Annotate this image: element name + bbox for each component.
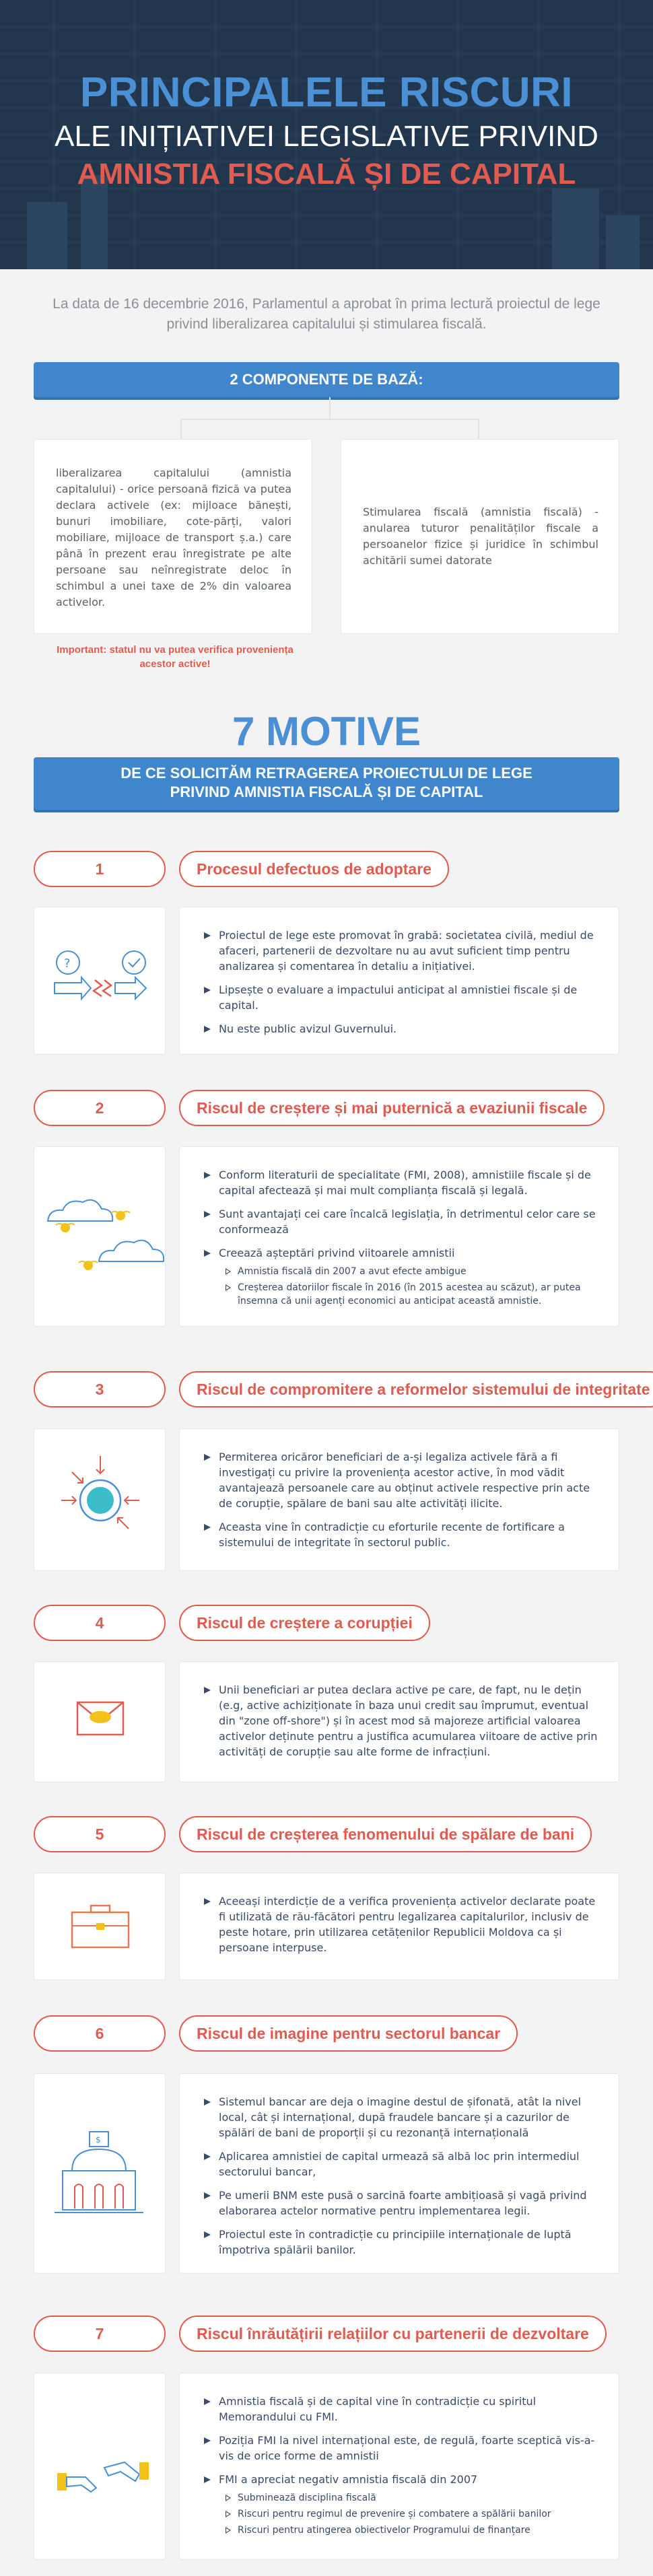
header: PRINCIPALELE RISCURI ALE INIȚIATIVEI LEG… — [0, 0, 653, 269]
sub-list-item: Riscuri pentru regimul de prevenire și c… — [219, 2507, 600, 2521]
list-item: Aplicarea amnistiei de capital urmează s… — [201, 2149, 600, 2180]
list-item: Poziția FMI la nivel internațional este,… — [201, 2433, 600, 2464]
svg-text:$: $ — [96, 2135, 101, 2145]
reason-2-text-card: Conform literaturii de specialitate (FMI… — [179, 1146, 619, 1327]
components-banner: 2 COMPONENTE DE BAZĂ: — [34, 362, 619, 397]
envelope-icon — [76, 1701, 125, 1736]
process-arrows-icon: ? — [54, 950, 147, 1001]
list-item: Sunt avantajați cei care încalcă legisla… — [201, 1206, 600, 1237]
reason-5-number: 5 — [34, 1816, 166, 1852]
reason-1-icon-card: ? — [34, 907, 166, 1055]
list-item: FMI a apreciat negativ amnistia fiscală … — [201, 2472, 600, 2537]
header-title-line2: ALE INIȚIATIVEI LEGISLATIVE PRIVIND — [55, 120, 598, 153]
bank-icon: $ — [55, 2131, 143, 2213]
list-item: Pe umerii BNM este pusă o sarcină foarte… — [201, 2188, 600, 2219]
reason-1-text-card: Proiectul de lege este promovat în grabă… — [179, 907, 619, 1055]
triangle-bullet-icon — [226, 2495, 231, 2501]
reason-4-title: Riscul de creștere a corupției — [179, 1605, 430, 1641]
sub-list-item: Creșterea datoriilor fiscale în 2016 (în… — [219, 1281, 600, 1308]
handshake-icon — [57, 2461, 149, 2493]
reason-6-number: 6 — [34, 2015, 166, 2052]
reason-4-icon-card — [34, 1661, 166, 1782]
list-item: Proiectul de lege este promovat în grabă… — [201, 928, 600, 974]
sub-list-item: Riscuri pentru atingerea obiectivelor Pr… — [219, 2523, 600, 2537]
reason-2-icon-card — [34, 1146, 166, 1327]
component-right-text: Stimularea fiscală (amnistia fiscală) - … — [363, 506, 598, 567]
reason-5-bullets: Aceeași interdicție de a verifica proven… — [201, 1893, 600, 1963]
component-card-right: Stimularea fiscală (amnistia fiscală) - … — [341, 439, 619, 634]
list-item: Permiterea oricăror beneficiari de a-și … — [201, 1449, 600, 1511]
list-item: Sistemul bancar are deja o imagine destu… — [201, 2094, 600, 2140]
reason-1-number: 1 — [34, 851, 166, 887]
list-item: Proiectul este în contradicție cu princi… — [201, 2227, 600, 2258]
reason-1-bullets: Proiectul de lege este promovat în grabă… — [201, 928, 600, 1045]
reason-4-bullets: Unii beneficiari ar putea declara active… — [201, 1682, 600, 1768]
motive-subtitle-line1: DE CE SOLICITĂM RETRAGEREA PROIECTULUI D… — [121, 765, 532, 781]
motive-subtitle-line2: PRIVIND AMNISTIA FISCALĂ ȘI DE CAPITAL — [170, 784, 483, 800]
reason-5-text-card: Aceeași interdicție de a verifica proven… — [179, 1873, 619, 1980]
header-pattern — [0, 0, 653, 269]
reason-3-title: Riscul de compromitere a reformelor sist… — [179, 1371, 653, 1407]
connector-stem — [329, 397, 331, 419]
connector-line — [180, 419, 479, 439]
header-title-line3: AMNISTIA FISCALĂ ȘI DE CAPITAL — [77, 158, 576, 190]
sub-list-item-text: Riscuri pentru atingerea obiectivelor Pr… — [238, 2525, 530, 2536]
motive-title: 7 MOTIVE — [232, 709, 421, 754]
reason-7-text-card: Amnistia fiscală și de capital vine în c… — [179, 2373, 619, 2560]
triangle-bullet-icon — [226, 2511, 231, 2517]
list-item: Aceeași interdicție de a verifica proven… — [201, 1893, 600, 1955]
svg-text:?: ? — [64, 956, 71, 971]
sub-list-item-text: Subminează disciplina fiscală — [238, 2493, 376, 2503]
sub-list-item: Subminează disciplina fiscală — [219, 2491, 600, 2505]
sub-list-item-text: Creșterea datoriilor fiscale în 2016 (în… — [238, 1282, 581, 1307]
list-item: Amnistia fiscală și de capital vine în c… — [201, 2394, 600, 2425]
sub-list-item-text: Riscuri pentru regimul de prevenire și c… — [238, 2509, 551, 2519]
header-title-line1: PRINCIPALELE RISCURI — [79, 69, 574, 116]
triangle-bullet-icon — [226, 1284, 231, 1291]
list-item: Aceasta vine în contradicție cu eforturi… — [201, 1519, 600, 1550]
list-item: Lipsește o evaluare a impactului anticip… — [201, 982, 600, 1013]
reason-3-icon-card — [34, 1428, 166, 1571]
list-item: Nu este public avizul Guvernului. — [201, 1021, 600, 1037]
reason-4-number: 4 — [34, 1605, 166, 1641]
reason-6-bullets: Sistemul bancar are deja o imagine destu… — [201, 2094, 600, 2266]
reason-3-number: 3 — [34, 1371, 166, 1407]
reason-2-bullets: Conform literaturii de specialitate (FMI… — [201, 1167, 600, 1316]
reason-7-title: Riscul înrăutățirii relațiilor cu parten… — [179, 2316, 607, 2352]
list-item-text: FMI a apreciat negativ amnistia fiscală … — [219, 2473, 478, 2486]
motive-banner: DE CE SOLICITĂM RETRAGEREA PROIECTULUI D… — [34, 757, 619, 810]
reason-7-subbullets: Subminează disciplina fiscală Riscuri pe… — [219, 2491, 600, 2537]
briefcase-icon — [71, 1904, 130, 1949]
triangle-bullet-icon — [226, 1268, 231, 1275]
target-arrows-icon — [61, 1456, 139, 1529]
reason-7-bullets: Amnistia fiscală și de capital vine în c… — [201, 2394, 600, 2545]
reason-2-number: 2 — [34, 1090, 166, 1126]
list-item: Creează așteptări privind viitoarele amn… — [201, 1245, 600, 1308]
reason-3-bullets: Permiterea oricăror beneficiari de a-și … — [201, 1449, 600, 1558]
reason-4-text-card: Unii beneficiari ar putea declara active… — [179, 1661, 619, 1782]
reason-6-text-card: Sistemul bancar are deja o imagine destu… — [179, 2073, 619, 2274]
reason-7-number: 7 — [34, 2316, 166, 2352]
triangle-bullet-icon — [226, 2527, 231, 2534]
list-item: Unii beneficiari ar putea declara active… — [201, 1682, 600, 1760]
clouds-birds-icon — [46, 1199, 165, 1270]
reason-7-icon-card — [34, 2373, 166, 2560]
reason-5-title: Riscul de creșterea fenomenului de spăla… — [179, 1816, 592, 1852]
reason-1-title: Procesul defectuos de adoptare — [179, 851, 449, 887]
component-left-text: liberalizarea capitalului (amnistia capi… — [56, 466, 291, 608]
reason-6-icon-card: $ — [34, 2073, 166, 2274]
reason-6-title: Riscul de imagine pentru sectorul bancar — [179, 2015, 518, 2052]
reason-3-text-card: Permiterea oricăror beneficiari de a-și … — [179, 1428, 619, 1571]
reason-2-title: Riscul de creștere și mai puternică a ev… — [179, 1090, 605, 1126]
intro-text: La data de 16 decembrie 2016, Parlamentu… — [53, 296, 600, 332]
sub-list-item: Amnistia fiscală din 2007 a avut efecte … — [219, 1265, 600, 1278]
reason-2-subbullets: Amnistia fiscală din 2007 a avut efecte … — [219, 1265, 600, 1308]
sub-list-item-text: Amnistia fiscală din 2007 a avut efecte … — [238, 1266, 467, 1277]
important-note: Important: statul nu va putea verifica p… — [57, 644, 294, 670]
component-card-left: liberalizarea capitalului (amnistia capi… — [34, 439, 312, 634]
list-item: Conform literaturii de specialitate (FMI… — [201, 1167, 600, 1198]
reason-5-icon-card — [34, 1873, 166, 1980]
list-item-text: Creează așteptări privind viitoarele amn… — [219, 1247, 455, 1259]
